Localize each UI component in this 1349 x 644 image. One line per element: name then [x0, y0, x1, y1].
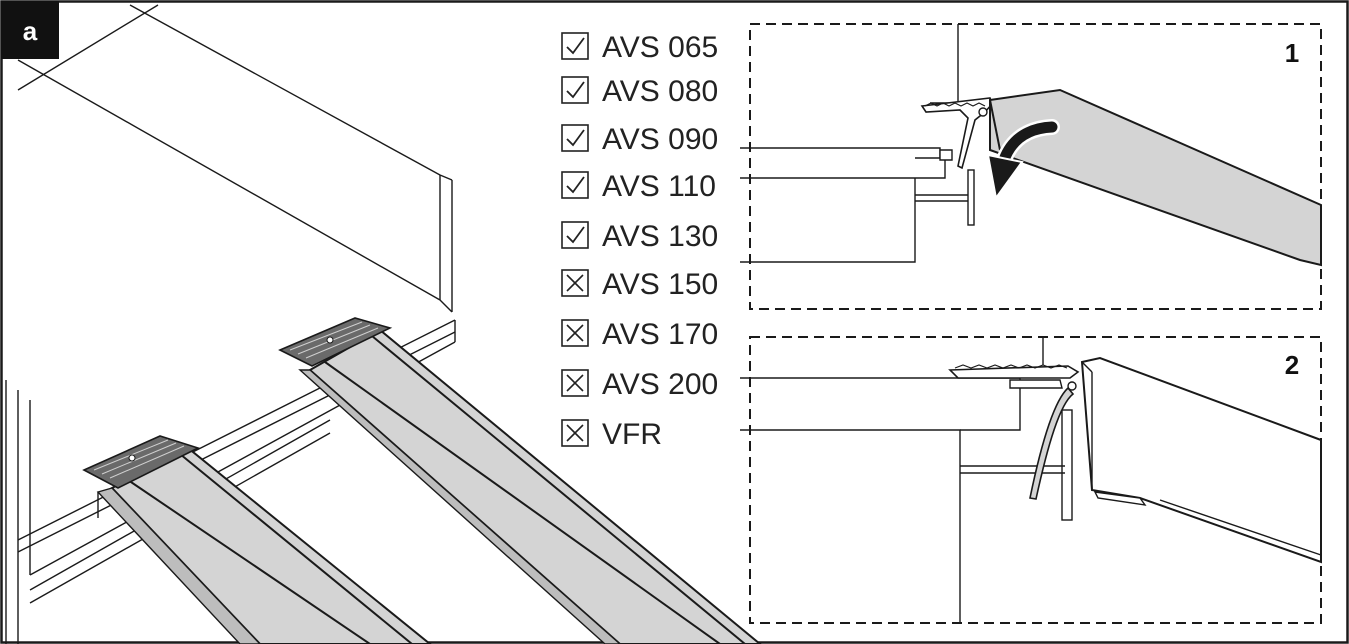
- model-label: AVS 130: [602, 220, 718, 253]
- check-box-icon: [561, 32, 589, 60]
- model-item-avs-130: AVS 130: [561, 220, 718, 253]
- ramp-2-grip-plate: [82, 435, 201, 489]
- ramp-section-1: [989, 88, 1322, 267]
- curved-arrow-icon: [986, 119, 1060, 201]
- model-label: AVS 110: [602, 170, 716, 203]
- check-box-icon: [561, 76, 589, 104]
- detail-step-2: 2: [740, 336, 1322, 624]
- ramp-perspective-illustration: [5, 4, 762, 644]
- step-2-number: 2: [1285, 350, 1299, 380]
- model-label: AVS 065: [602, 31, 718, 64]
- detail-1-frame: [749, 23, 1322, 310]
- model-label: AVS 150: [602, 268, 718, 301]
- step-1-number: 1: [1285, 38, 1299, 68]
- model-item-avs-200: AVS 200: [561, 368, 718, 401]
- model-item-avs-065: AVS 065: [561, 31, 718, 64]
- model-label: AVS 170: [602, 318, 718, 351]
- model-label: AVS 090: [602, 123, 718, 156]
- panel-letter: a: [23, 16, 38, 46]
- model-item-avs-170: AVS 170: [561, 318, 718, 351]
- model-item-avs-110: AVS 110: [561, 170, 716, 203]
- model-item-avs-080: AVS 080: [561, 75, 718, 108]
- wall-panel: [18, 5, 440, 520]
- model-label: VFR: [602, 418, 662, 451]
- panel-badge: [1, 1, 59, 59]
- model-label: AVS 200: [602, 368, 718, 401]
- model-item-avs-090: AVS 090: [561, 123, 718, 156]
- check-box-icon: [561, 221, 589, 249]
- model-label: AVS 080: [602, 75, 718, 108]
- model-item-avs-150: AVS 150: [561, 268, 718, 301]
- model-item-vfr: VFR: [561, 418, 662, 451]
- check-box-icon: [561, 171, 589, 199]
- model-list: AVS 065 AVS 080 AVS 090 AVS 110 AVS 130 …: [561, 31, 718, 451]
- check-box-icon: [561, 124, 589, 152]
- detail-step-1: 1: [740, 23, 1322, 310]
- ramp-1-grip-plate: [278, 317, 393, 367]
